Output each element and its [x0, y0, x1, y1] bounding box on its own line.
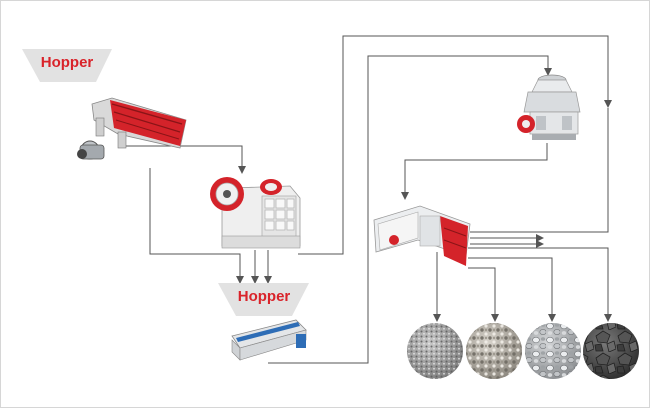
- jaw-crusher: [210, 177, 301, 249]
- belt-feeder: [231, 319, 307, 361]
- screen-to-coarse-line: [468, 247, 612, 322]
- product-fine: [407, 323, 463, 379]
- screen-to-medium-line: [468, 257, 556, 322]
- feeder-to-jaw-line: [122, 145, 246, 174]
- cone-to-screen-line: [401, 143, 548, 200]
- product-medium: [525, 323, 581, 379]
- flow-lines: [122, 35, 612, 364]
- product-coarse: [583, 323, 639, 379]
- feeder-to-cone-line: [268, 55, 552, 364]
- screen-to-small-line: [468, 267, 499, 322]
- screen-return-line: [470, 108, 609, 233]
- product-small: [466, 323, 522, 379]
- hopper-bottom-label: Hopper: [238, 288, 291, 305]
- vibrating-screen: [373, 205, 471, 266]
- feeder-to-hopper-line: [149, 168, 244, 284]
- cone-crusher: [517, 74, 581, 140]
- jaw-to-cone-line: [298, 35, 612, 255]
- hopper-bottom: Hopper: [218, 283, 309, 316]
- hopper-top-label: Hopper: [41, 54, 94, 71]
- vibrating-feeder: [77, 97, 187, 160]
- hopper-top: Hopper: [22, 49, 112, 82]
